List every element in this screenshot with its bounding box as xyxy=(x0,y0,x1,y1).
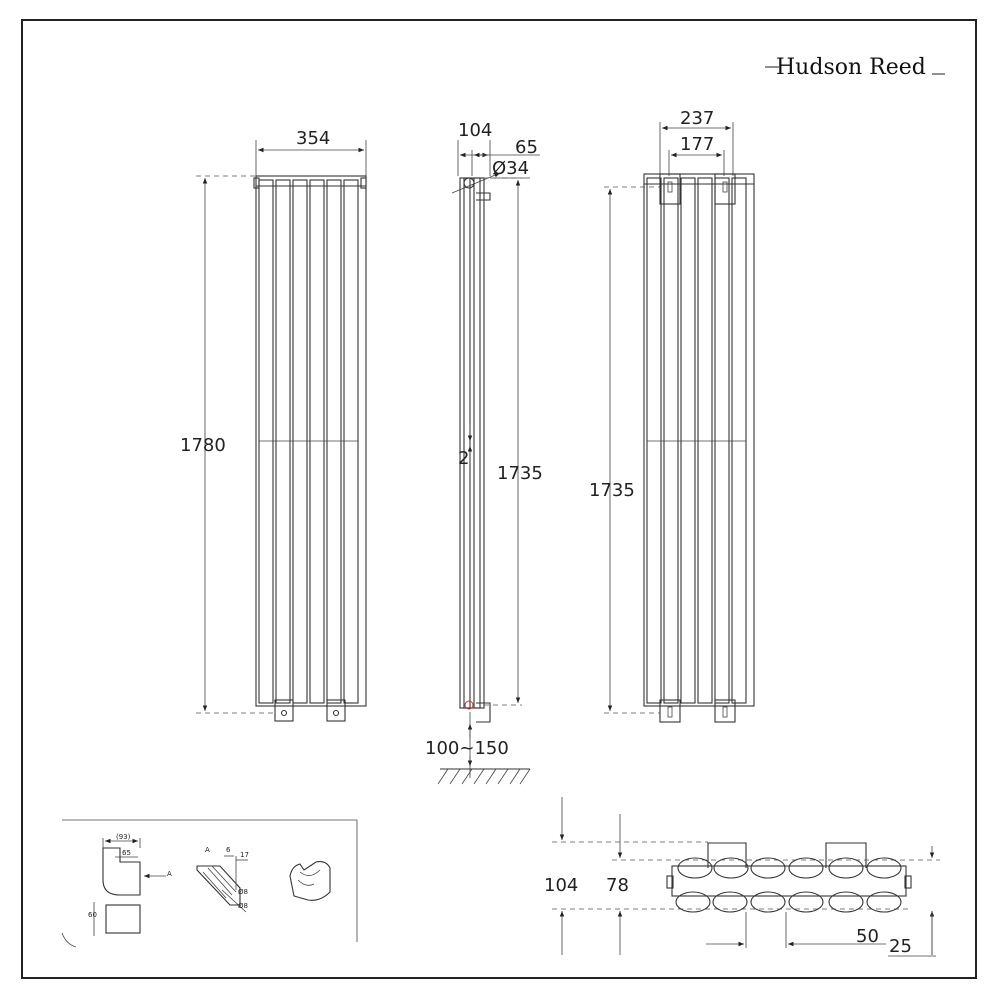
bracket-overall-width-label: (93) xyxy=(116,833,131,841)
drawing-frame xyxy=(21,19,977,979)
top-inner-depth-label: 78 xyxy=(606,875,629,896)
radiator-top-body xyxy=(666,842,912,913)
hole-1-label: Ø8 xyxy=(238,888,248,896)
dim-17-label: 17 xyxy=(240,851,249,859)
side-pipe-diameter-label: Ø34 xyxy=(492,158,529,179)
front-view: 354 1780 xyxy=(180,128,367,722)
section-a-label: A xyxy=(167,870,172,878)
dim-6-label: 6 xyxy=(226,846,231,854)
top-outer-depth-label: 104 xyxy=(544,875,578,896)
side-gap-label: 2 xyxy=(458,448,469,469)
side-offset-label: 65 xyxy=(515,137,538,158)
floor-clearance-label: 100~150 xyxy=(425,738,509,759)
rear-view: 237 177 1735 xyxy=(589,108,755,723)
brand-name: Hudson Reed xyxy=(776,55,926,80)
top-edge-label: 25 xyxy=(889,936,912,957)
floor-hatch xyxy=(437,768,531,785)
rear-outer-width-label: 237 xyxy=(680,108,714,129)
side-view: 104 65 Ø34 2 1735 100~150 xyxy=(425,120,543,785)
side-height-label: 1735 xyxy=(497,463,543,484)
bracket-inner-width-label: 65 xyxy=(122,849,131,857)
brand-logo: Hudson Reed xyxy=(765,55,945,80)
rear-inner-width-label: 177 xyxy=(680,134,714,155)
radiator-side-body xyxy=(459,177,491,723)
rear-height-label: 1735 xyxy=(589,480,635,501)
hole-2-label: Ø8 xyxy=(238,902,248,910)
front-height-label: 1780 xyxy=(180,435,226,456)
section-a-detail-label: A xyxy=(205,846,210,854)
front-width-label: 354 xyxy=(296,128,330,149)
radiator-rear-body xyxy=(643,173,755,723)
side-depth-label: 104 xyxy=(458,120,492,141)
top-spacing-label: 50 xyxy=(856,926,879,947)
bracket-height-label: 60 xyxy=(88,911,97,919)
radiator-front-body xyxy=(253,175,367,722)
bracket-detail: (93) 65 A 60 A 6 17 Ø8 Ø8 xyxy=(61,819,358,948)
bracket-3d-view xyxy=(289,861,331,901)
top-view: 104 78 50 xyxy=(544,797,940,957)
